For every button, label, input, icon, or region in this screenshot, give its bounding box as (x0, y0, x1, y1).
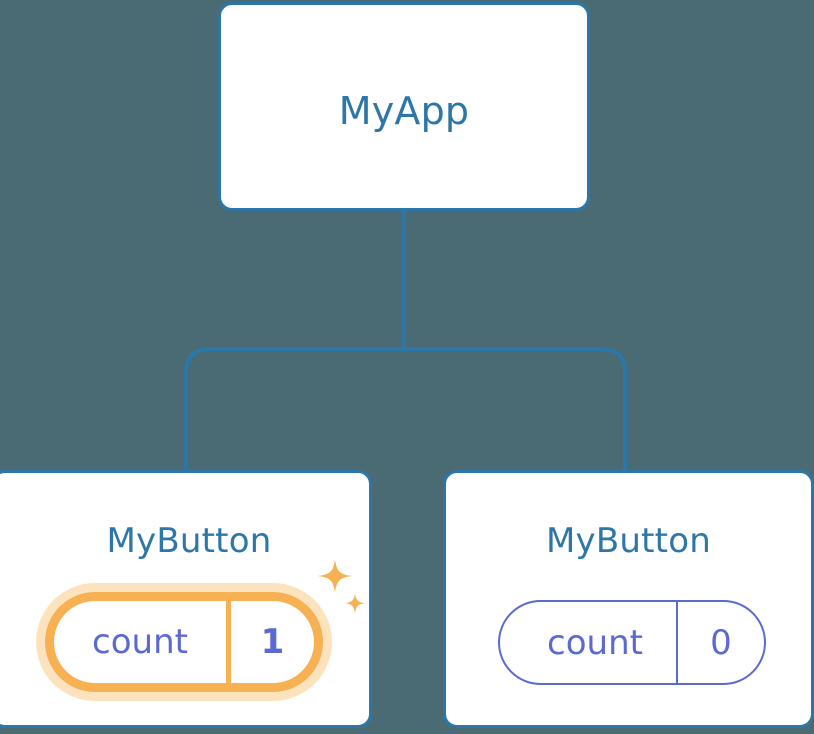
state-key-label: count (547, 622, 643, 663)
state-badge-ring (45, 592, 323, 692)
node-mybutton-right[interactable]: MyButton count 0 (443, 470, 814, 728)
node-myapp-label: MyApp (338, 89, 470, 133)
state-value-label: 0 (676, 602, 764, 683)
state-badge-count-highlighted[interactable]: count 1 (36, 583, 336, 703)
node-myapp[interactable]: MyApp (218, 2, 590, 211)
node-mybutton-left-label: MyButton (106, 521, 272, 561)
state-key-label: count (92, 622, 188, 662)
connector-branch-right (404, 347, 627, 470)
connector-branch-left (184, 347, 404, 470)
state-badge-count-plain[interactable]: count 0 (498, 600, 766, 685)
node-mybutton-left[interactable]: MyButton count 1 (0, 470, 372, 728)
state-value-label: 1 (226, 601, 314, 683)
node-mybutton-right-label: MyButton (546, 521, 711, 561)
state-badge-content: count 1 (54, 601, 314, 683)
state-pill-outline: count 0 (498, 600, 766, 685)
